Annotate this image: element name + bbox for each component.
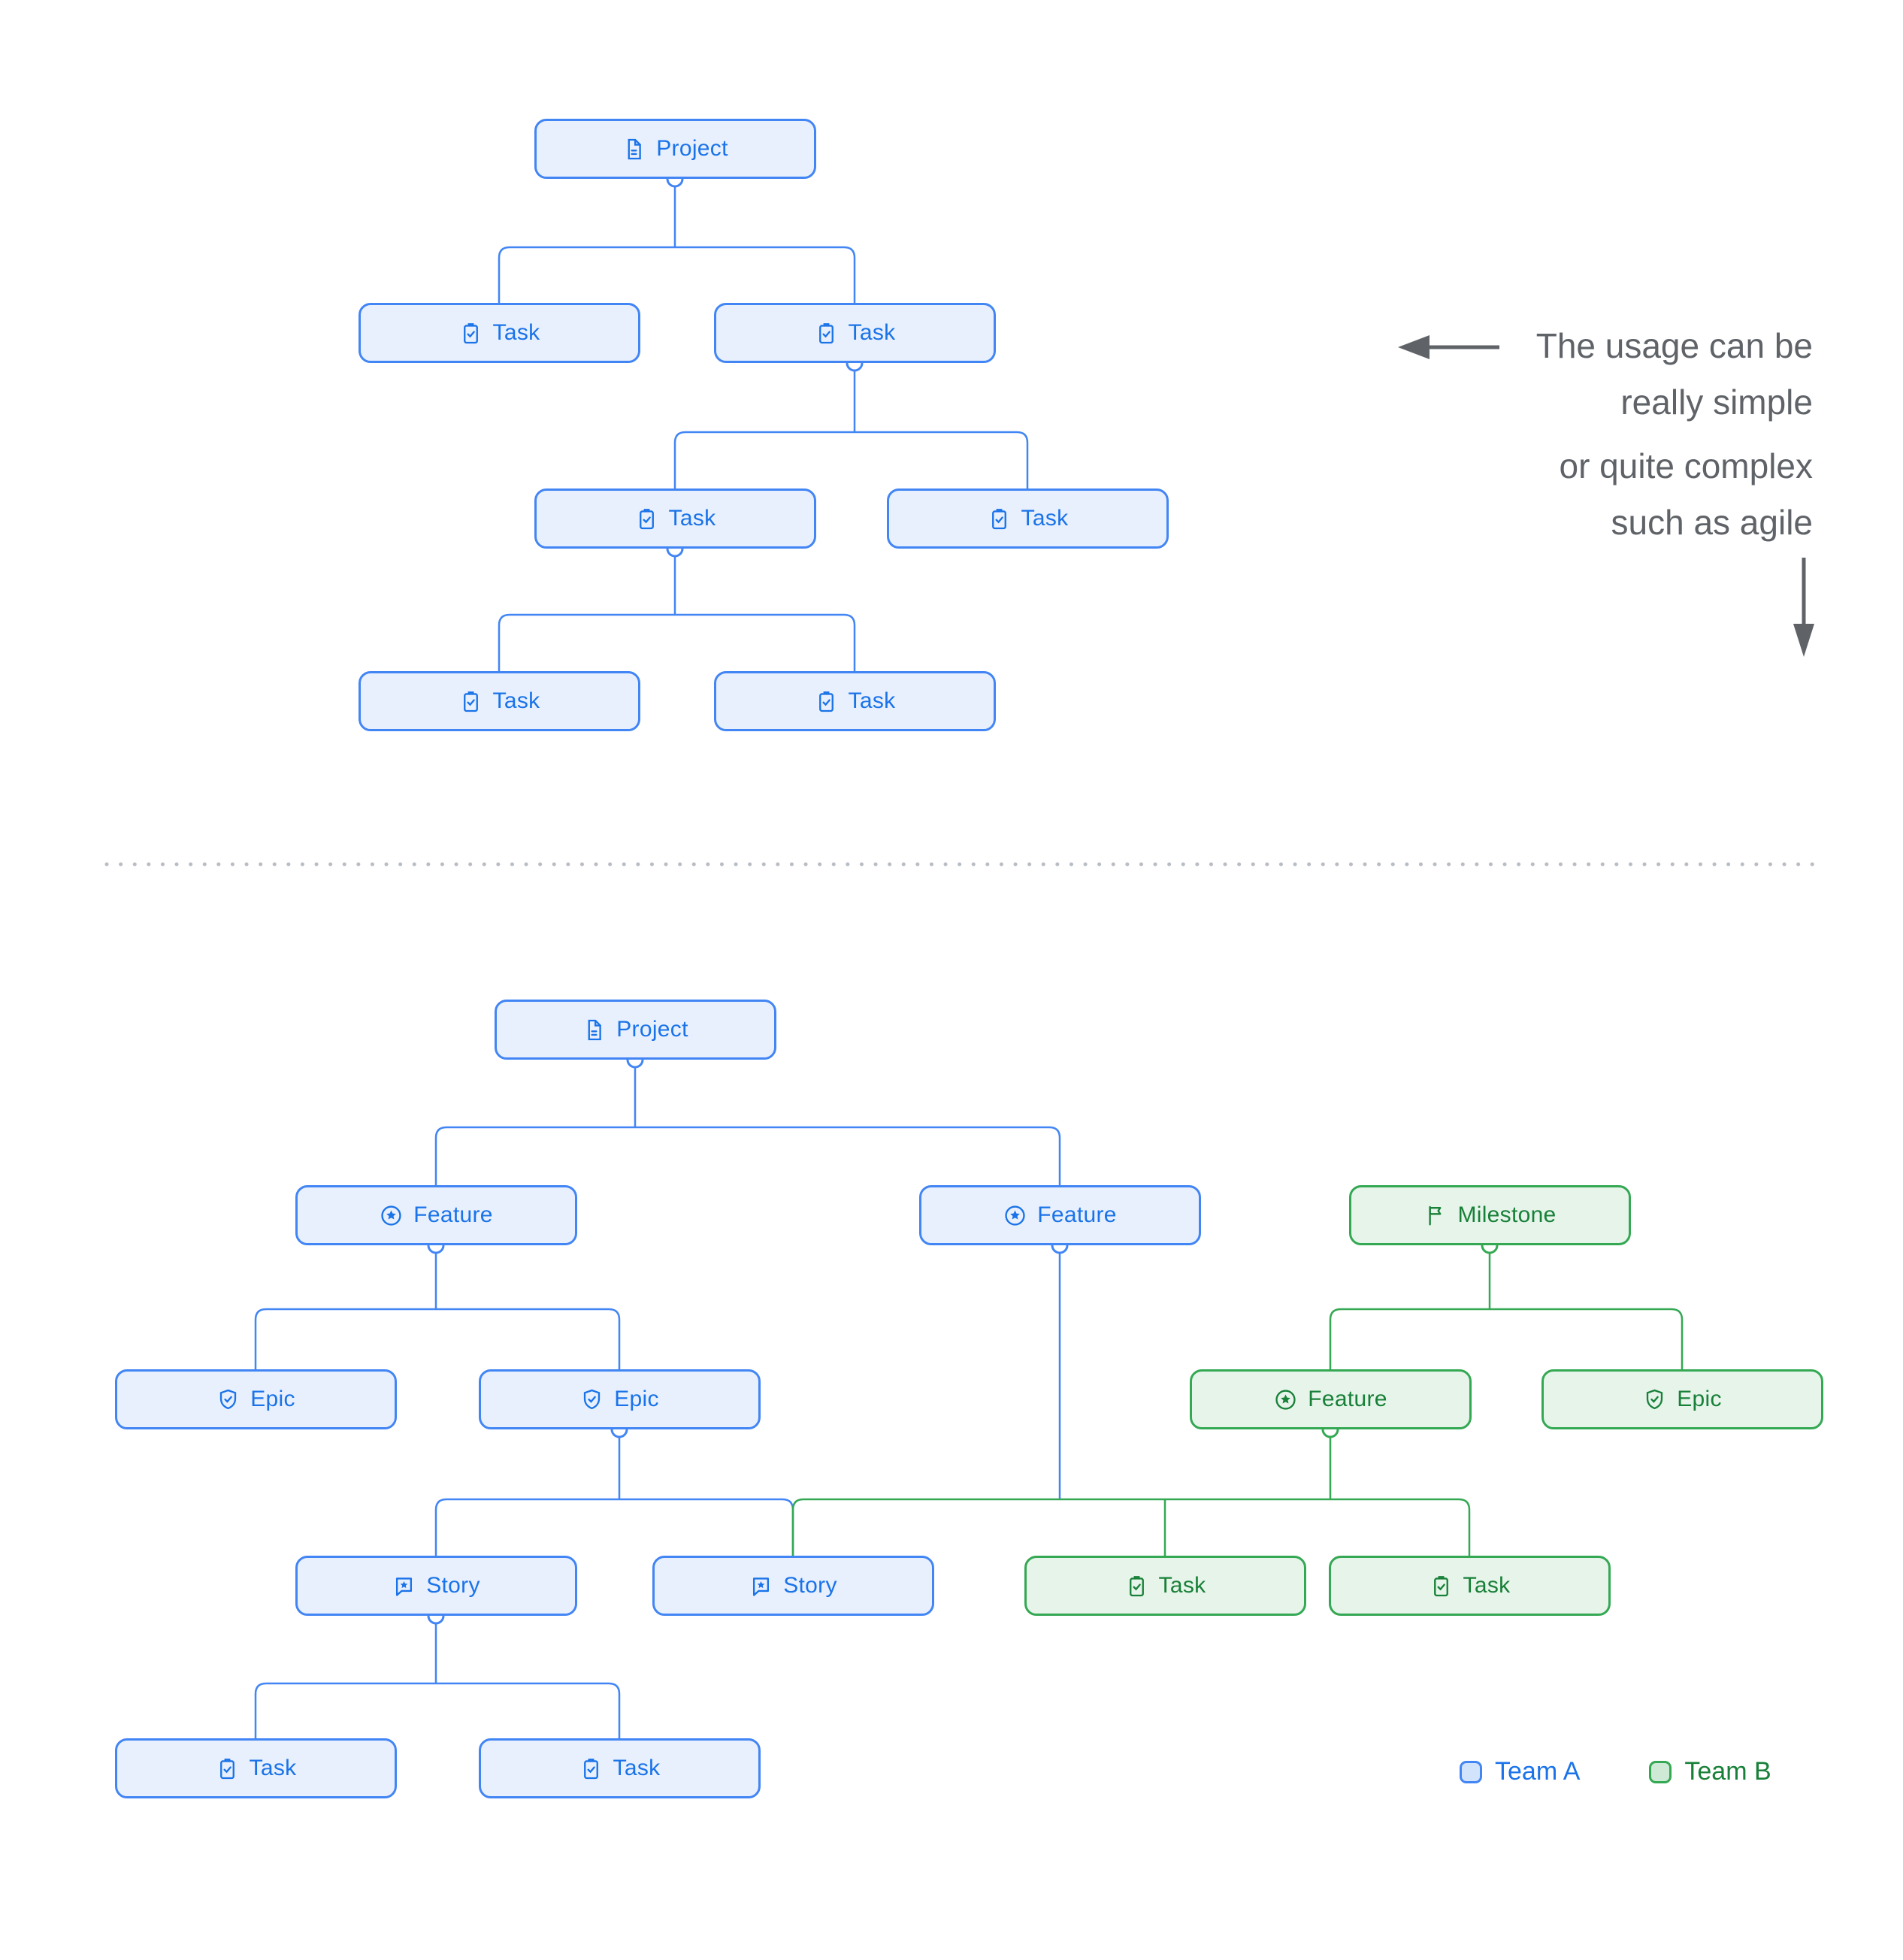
annotation-line: such as agile bbox=[1611, 503, 1814, 542]
node-task: Task bbox=[1328, 1556, 1611, 1616]
document-icon bbox=[582, 1018, 607, 1042]
node-feature: Feature bbox=[918, 1185, 1201, 1245]
down-arrow-head-icon bbox=[1793, 624, 1814, 657]
node-label: Epic bbox=[1677, 1387, 1722, 1411]
annotation-text: The usage can be really simple or quite … bbox=[1287, 318, 1813, 551]
node-task: Task bbox=[114, 1738, 397, 1798]
task-icon bbox=[458, 321, 483, 346]
annotation-line: really simple bbox=[1620, 383, 1813, 422]
node-task: Task bbox=[713, 671, 996, 731]
task-icon bbox=[1429, 1574, 1454, 1599]
node-story: Story bbox=[295, 1556, 577, 1616]
node-label: Task bbox=[249, 1756, 297, 1780]
node-label: Task bbox=[492, 320, 540, 345]
node-label: Task bbox=[1021, 506, 1069, 531]
legend: Team A Team B bbox=[1460, 1757, 1771, 1786]
node-feature: Feature bbox=[1189, 1369, 1472, 1429]
annotation-arrows bbox=[1398, 335, 1814, 657]
task-icon bbox=[814, 321, 839, 346]
epic-icon bbox=[579, 1387, 604, 1412]
node-label: Task bbox=[1463, 1573, 1511, 1598]
node-task: Task bbox=[713, 303, 996, 363]
node-label: Feature bbox=[1308, 1387, 1387, 1411]
node-label: Epic bbox=[614, 1387, 659, 1411]
legend-label: Team B bbox=[1684, 1757, 1771, 1786]
epic-icon bbox=[1642, 1387, 1667, 1412]
node-story: Story bbox=[652, 1556, 934, 1616]
node-task: Task bbox=[886, 488, 1169, 549]
node-label: Task bbox=[492, 688, 540, 713]
feature-icon bbox=[1003, 1203, 1027, 1228]
node-task: Task bbox=[534, 488, 816, 549]
node-label: Feature bbox=[413, 1202, 493, 1227]
node-task: Task bbox=[358, 671, 640, 731]
team-a-swatch-icon bbox=[1460, 1760, 1482, 1783]
node-label: Task bbox=[848, 688, 896, 713]
task-icon bbox=[458, 689, 483, 714]
document-icon bbox=[622, 137, 646, 162]
node-label: Project bbox=[656, 136, 728, 161]
task-icon bbox=[1124, 1574, 1149, 1599]
epic-icon bbox=[216, 1387, 241, 1412]
annotation-line: The usage can be bbox=[1535, 326, 1813, 365]
node-epic: Epic bbox=[114, 1369, 397, 1429]
left-arrow-head-icon bbox=[1398, 335, 1430, 359]
legend-item-team-b: Team B bbox=[1649, 1757, 1771, 1786]
node-label: Story bbox=[783, 1573, 837, 1598]
node-project: Project bbox=[494, 1000, 776, 1060]
feature-icon bbox=[1273, 1387, 1298, 1412]
node-task: Task bbox=[1024, 1556, 1306, 1616]
annotation-line: or quite complex bbox=[1559, 446, 1814, 485]
node-label: Story bbox=[426, 1573, 480, 1598]
node-task: Task bbox=[478, 1738, 761, 1798]
team-b-swatch-icon bbox=[1649, 1760, 1672, 1783]
legend-label: Team A bbox=[1495, 1757, 1581, 1786]
story-icon bbox=[392, 1574, 416, 1599]
task-icon bbox=[634, 507, 659, 531]
node-label: Task bbox=[613, 1756, 661, 1780]
node-project: Project bbox=[534, 119, 816, 179]
task-icon bbox=[579, 1756, 604, 1781]
node-epic: Epic bbox=[1541, 1369, 1823, 1429]
node-label: Milestone bbox=[1457, 1202, 1557, 1227]
legend-item-team-a: Team A bbox=[1460, 1757, 1580, 1786]
task-icon bbox=[215, 1756, 240, 1781]
node-task: Task bbox=[358, 303, 640, 363]
node-label: Feature bbox=[1037, 1202, 1117, 1227]
milestone-flag-icon bbox=[1423, 1203, 1448, 1228]
node-label: Epic bbox=[250, 1387, 295, 1411]
feature-icon bbox=[379, 1203, 404, 1228]
story-icon bbox=[749, 1574, 773, 1599]
task-icon bbox=[814, 689, 839, 714]
node-label: Project bbox=[616, 1017, 688, 1042]
task-icon bbox=[987, 507, 1012, 531]
node-epic: Epic bbox=[478, 1369, 761, 1429]
node-label: Task bbox=[848, 320, 896, 345]
node-label: Task bbox=[668, 506, 716, 531]
node-label: Task bbox=[1158, 1573, 1206, 1598]
node-milestone: Milestone bbox=[1348, 1185, 1631, 1245]
node-feature: Feature bbox=[295, 1185, 577, 1245]
